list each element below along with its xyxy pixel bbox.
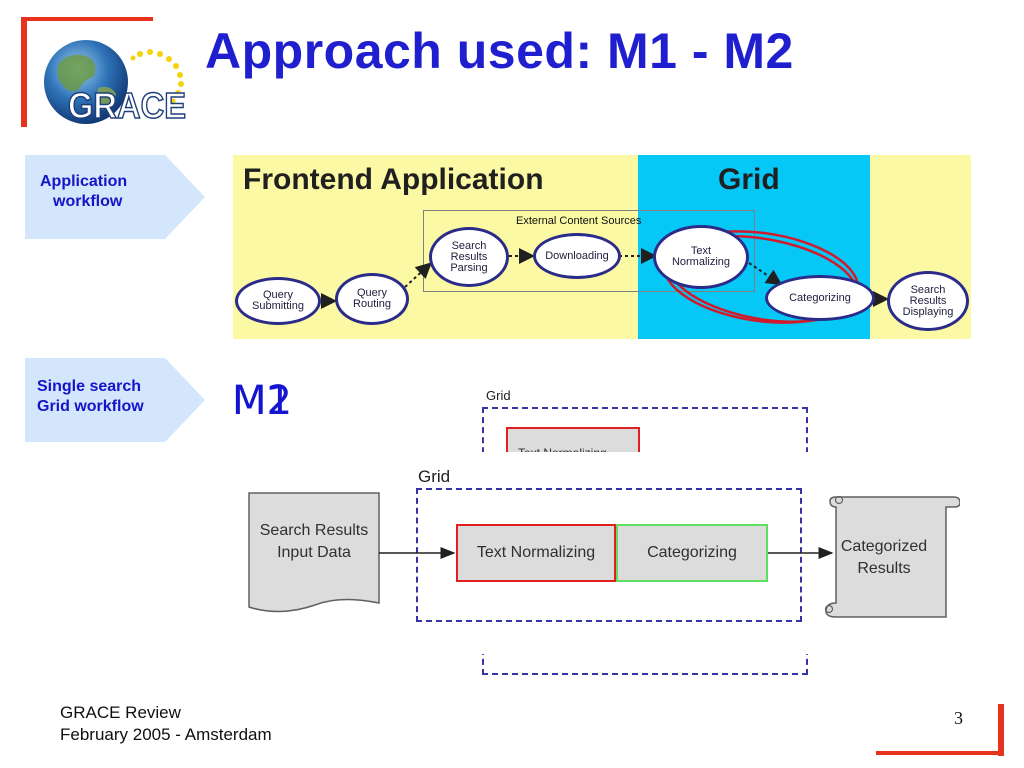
categorized-results-label: Categorized Results [840,538,928,577]
frontend-application-title: Frontend Application [243,163,544,196]
grid-label: Grid [418,467,451,486]
application-workflow-label-line2: workflow [53,193,123,210]
footer-line2: February 2005 - Amsterdam [60,725,272,744]
search-results-parsing-node: Search Results Parsing [429,227,509,287]
single-search-label-line2: Grid workflow [37,398,144,415]
workflow-shapes [248,492,960,618]
single-search-tag [25,358,205,442]
m1-label: M1 [232,378,292,424]
application-workflow-label-line1: Application [40,173,128,190]
application-workflow-diagram: Frontend Application Grid External Conte… [233,155,971,339]
page-number: 3 [954,708,963,728]
slide-title: Approach used: M1 - M2 [205,23,794,79]
categorizing-box: Categorizing [616,524,768,582]
text-normalizing-node: Text Normalizing [653,225,749,289]
grid-title: Grid [718,163,780,196]
footer-text: GRACE Review February 2005 - Amsterdam [60,702,272,746]
footer-line1: GRACE Review [60,703,181,722]
search-results-input-label: Search Results Input Data [259,522,369,561]
external-content-sources-box [423,210,755,292]
search-results-displaying-node: Search Results Displaying [887,271,969,331]
query-routing-node: Query Routing [335,273,409,325]
corner-bracket-bottom-right-horizontal [876,751,1004,755]
categorizing-node: Categorizing [765,275,875,321]
corner-bracket-bottom-right-vertical [998,704,1004,756]
single-search-label-line1: Single search [37,378,142,395]
application-workflow-label: Application workflow [40,172,127,212]
application-workflow-tag [25,155,205,239]
downloading-node: Downloading [533,233,621,279]
external-content-sources-label: External Content Sources [516,215,642,227]
back-grid-label: Grid [486,388,511,403]
query-submitting-node: Query Submitting [235,277,321,325]
single-search-label: Single search Grid workflow [37,377,144,417]
grid-boundary [416,488,802,622]
text-normalizing-box: Text Normalizing [456,524,616,582]
m2-label: M2 [232,378,292,424]
corner-bracket-top-left-horizontal [21,17,153,21]
grace-logo: GRACE [44,40,187,127]
logo-text: GRACE [68,85,186,126]
corner-bracket-top-left-vertical [21,17,27,127]
